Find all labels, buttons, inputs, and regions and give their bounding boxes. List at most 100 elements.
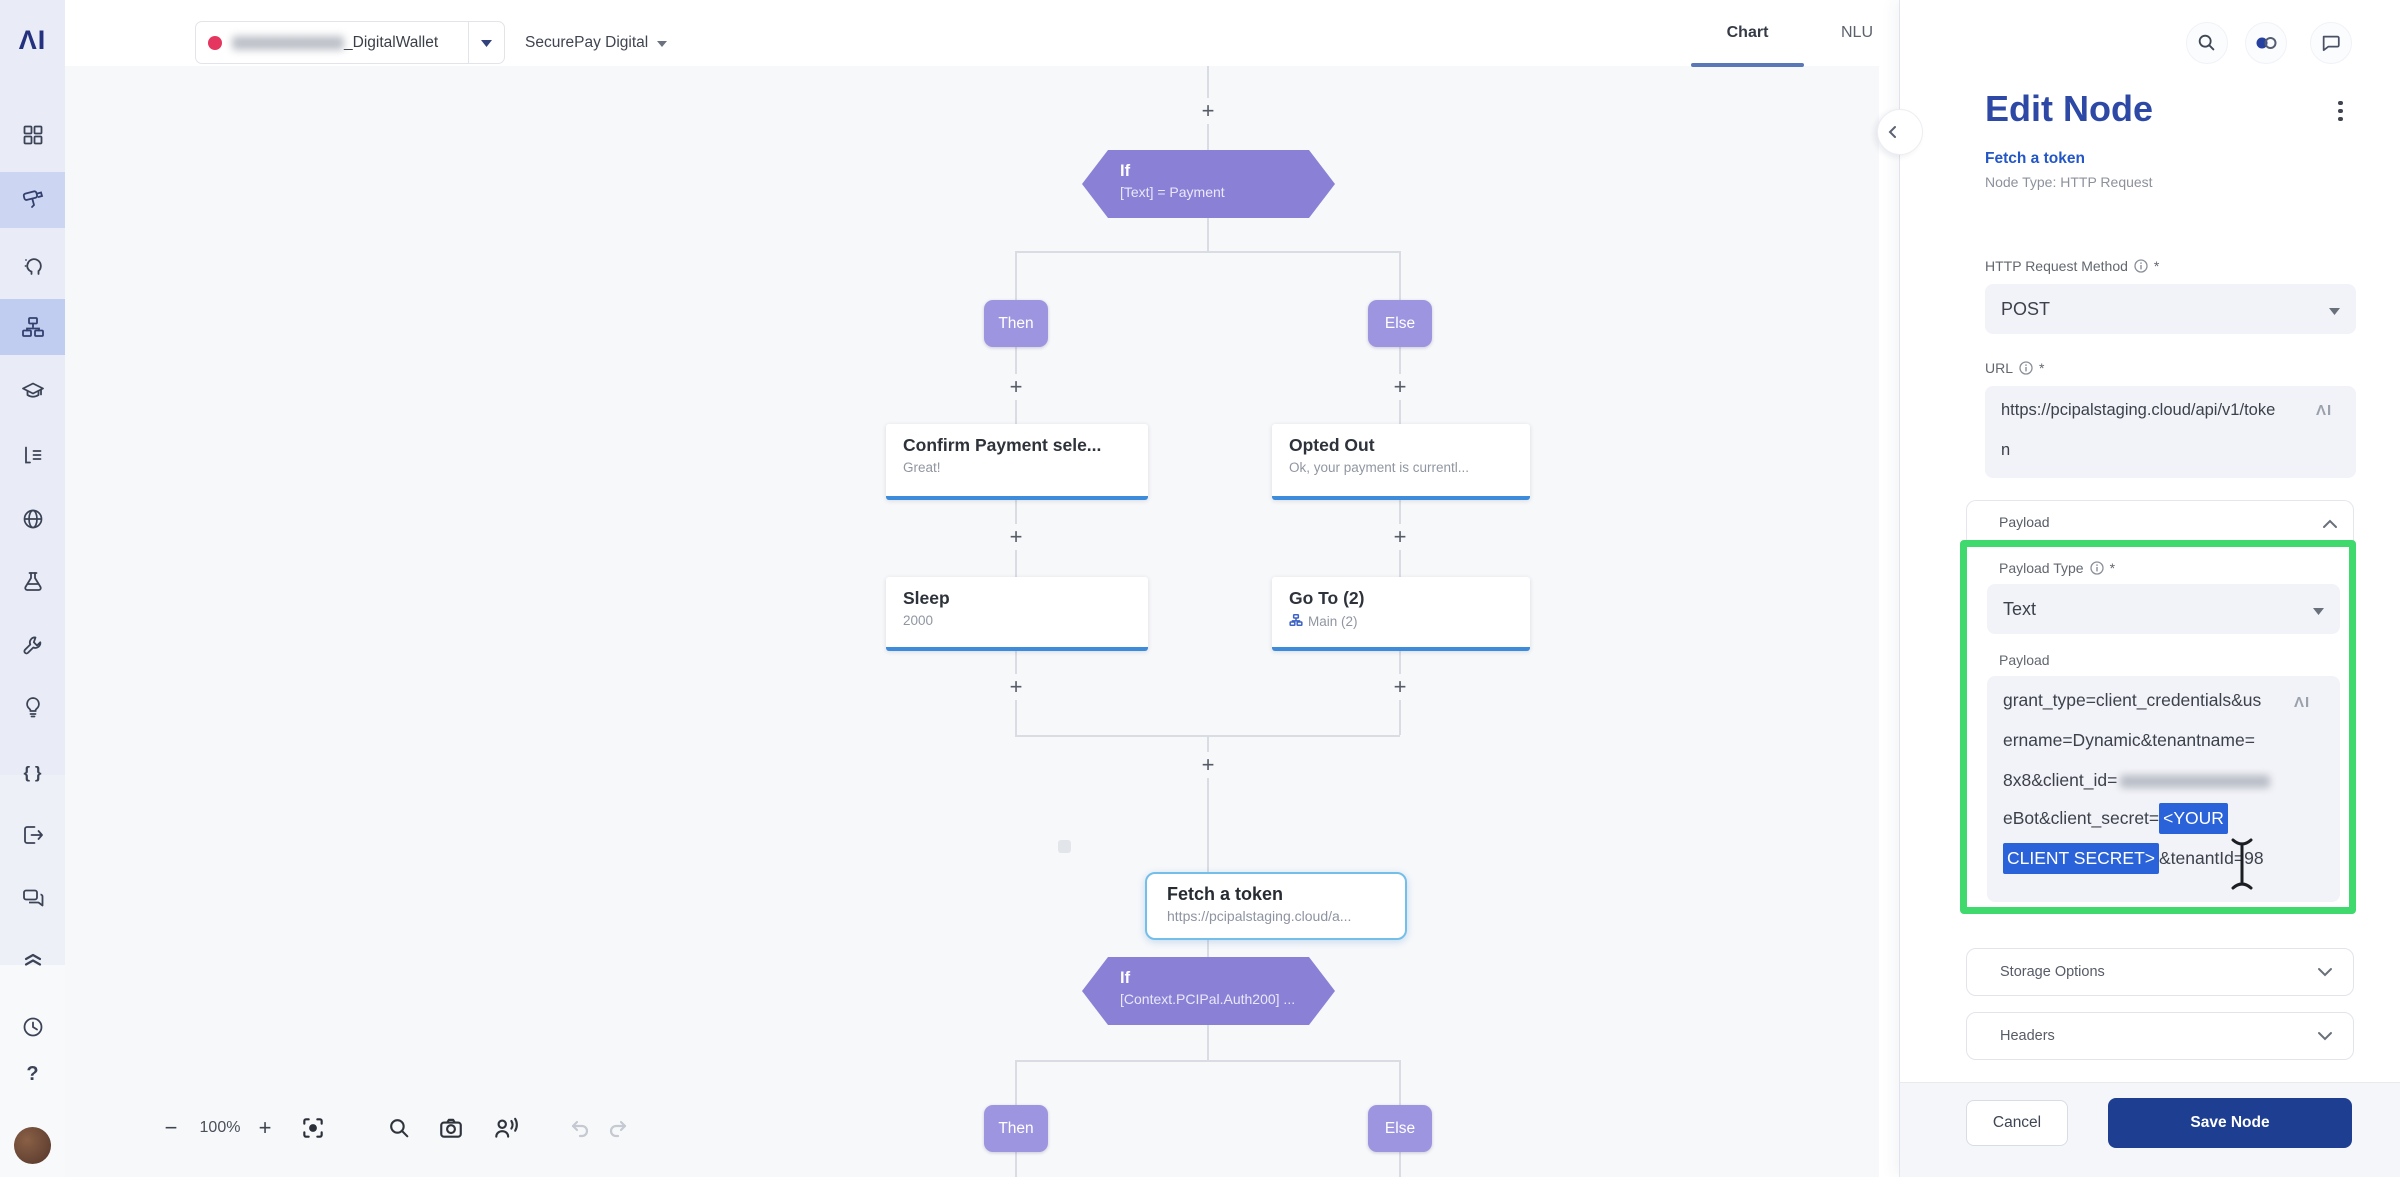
search-button[interactable] xyxy=(2186,22,2228,64)
zoom-in-button[interactable]: + xyxy=(258,1115,272,1140)
node-type-label: Node Type: HTTP Request xyxy=(1985,174,2153,190)
chevron-down-icon xyxy=(2329,299,2340,320)
payload-field-label: Payload xyxy=(1999,652,2050,668)
node-confirm-payment[interactable]: Confirm Payment sele... Great! xyxy=(886,424,1148,500)
node-goto[interactable]: Go To (2) Main (2) xyxy=(1272,577,1530,651)
ai-insert-icon[interactable]: ΛI xyxy=(2294,694,2311,711)
sidebar-item-list[interactable] xyxy=(0,433,65,477)
sidebar-item-dashboard[interactable] xyxy=(0,113,65,157)
add-node-button[interactable]: + xyxy=(1003,674,1029,700)
connector xyxy=(1207,1022,1209,1060)
redo-icon[interactable] xyxy=(603,1114,631,1142)
node-fetch-token-selected[interactable]: Fetch a token https://pcipalstaging.clou… xyxy=(1145,872,1407,940)
sidebar-item-history[interactable] xyxy=(0,1005,65,1049)
pill-divider xyxy=(468,21,469,64)
node-sleep[interactable]: Sleep 2000 xyxy=(886,577,1148,651)
tab-chart[interactable]: Chart xyxy=(1726,24,1769,41)
payload-line-4: eBot&client_secret=<YOUR xyxy=(2003,803,2228,834)
sidebar-item-ideas[interactable] xyxy=(0,685,65,729)
branch-else[interactable]: Else xyxy=(1368,300,1432,347)
connector xyxy=(1207,218,1209,252)
workspace-selector[interactable]: SecurePay Digital xyxy=(525,21,668,64)
cancel-button[interactable]: Cancel xyxy=(1966,1100,2068,1146)
url-input[interactable] xyxy=(1985,386,2356,478)
node-if-bottom[interactable]: If [Context.PCIPal.Auth200] ... xyxy=(1082,957,1335,1025)
payload-type-select[interactable]: Text xyxy=(1987,584,2340,634)
canvas-panel-gap xyxy=(1879,66,1899,1177)
wrench-icon xyxy=(21,634,45,658)
node-opted-out[interactable]: Opted Out Ok, your payment is currentl..… xyxy=(1272,424,1530,500)
record-dot-icon xyxy=(208,35,222,50)
flow-canvas[interactable]: + + + + + + + + + If [Text] = Payment Th… xyxy=(65,66,1879,1177)
sidebar-item-flows[interactable] xyxy=(0,305,65,349)
dashboard-grid-icon xyxy=(21,123,45,147)
selected-text: CLIENT SECRET> xyxy=(2003,843,2159,874)
zoom-out-button[interactable]: − xyxy=(164,1115,178,1140)
project-selector[interactable]: _DigitalWallet xyxy=(195,21,505,64)
storage-options-label: Storage Options xyxy=(2000,964,2105,980)
voice-test-icon[interactable] xyxy=(489,1112,523,1144)
history-clock-icon xyxy=(21,1015,45,1039)
sidebar-item-training[interactable] xyxy=(0,369,65,413)
goto-target-icon xyxy=(1289,613,1303,630)
add-node-button[interactable]: + xyxy=(1003,524,1029,550)
panel-title: Edit Node xyxy=(1985,88,2153,129)
code-braces-icon: { } xyxy=(23,763,42,782)
sidebar-item-exit[interactable] xyxy=(0,813,65,857)
feedback-button[interactable] xyxy=(2310,22,2352,64)
sidebar-item-testing[interactable] xyxy=(0,559,65,603)
sidebar-item-conversations[interactable] xyxy=(0,876,65,920)
panel-edge-divider xyxy=(1899,0,1900,1177)
branch-then[interactable]: Then xyxy=(984,300,1048,347)
sidebar-item-layers[interactable] xyxy=(0,938,65,982)
tab-nlu[interactable]: NLU xyxy=(1840,24,1873,41)
node-drag-handle[interactable] xyxy=(1058,840,1071,853)
kebab-menu-icon[interactable] xyxy=(2338,97,2343,125)
node-subtitle: 2000 xyxy=(903,613,934,628)
add-node-button[interactable]: + xyxy=(1003,374,1029,400)
sidebar-item-design[interactable] xyxy=(0,178,65,222)
sidebar-item-code[interactable]: { } xyxy=(0,751,65,795)
sidebar-item-help[interactable]: ? xyxy=(0,1052,65,1096)
storage-options-accordion[interactable]: Storage Options xyxy=(1966,948,2354,996)
node-subtitle: https://pcipalstaging.cloud/a... xyxy=(1167,908,1352,924)
snapshot-camera-icon[interactable] xyxy=(435,1112,467,1144)
branch-else-bottom[interactable]: Else xyxy=(1368,1105,1432,1152)
save-node-button[interactable]: Save Node xyxy=(2108,1098,2352,1148)
ai-insert-icon[interactable]: ΛI xyxy=(2316,402,2333,419)
toggle-mode-button[interactable] xyxy=(2245,22,2287,64)
fit-view-icon[interactable] xyxy=(297,1112,329,1144)
sidebar-item-globe[interactable] xyxy=(0,497,65,541)
add-node-button[interactable]: + xyxy=(1387,374,1413,400)
add-node-button[interactable]: + xyxy=(1195,752,1221,778)
node-name-link[interactable]: Fetch a token xyxy=(1985,150,2085,167)
workspace-caret-icon xyxy=(657,34,668,52)
url-label: URL * xyxy=(1985,360,2045,376)
project-caret-icon[interactable] xyxy=(481,34,492,52)
node-subtitle: Ok, your payment is currentl... xyxy=(1289,460,1470,475)
zoom-level: 100% xyxy=(199,1119,241,1136)
redacted-client-id xyxy=(2120,774,2271,788)
connector xyxy=(1015,251,1400,253)
add-node-button[interactable]: + xyxy=(1195,98,1221,124)
info-icon xyxy=(2089,561,2104,575)
avatar[interactable] xyxy=(14,1127,51,1164)
undo-icon[interactable] xyxy=(567,1114,595,1142)
chevron-up-icon[interactable] xyxy=(2322,516,2338,534)
method-select[interactable]: POST xyxy=(1985,284,2356,334)
sidebar-item-tools[interactable] xyxy=(0,624,65,668)
payload-accordion[interactable] xyxy=(1966,500,2354,546)
node-title: If xyxy=(1120,162,1131,180)
branch-then-bottom[interactable]: Then xyxy=(984,1105,1048,1152)
search-canvas-icon[interactable] xyxy=(383,1112,415,1144)
sidebar-item-nlu[interactable] xyxy=(0,243,65,287)
node-if-top[interactable]: If [Text] = Payment xyxy=(1082,150,1335,218)
paint-roller-icon xyxy=(21,188,45,212)
add-node-button[interactable]: + xyxy=(1387,524,1413,550)
payload-line-5: CLIENT SECRET>&tenantId=98 xyxy=(2003,843,2264,874)
panel-collapse-handle[interactable] xyxy=(1877,109,1923,155)
add-node-button[interactable]: + xyxy=(1387,674,1413,700)
method-label: HTTP Request Method * xyxy=(1985,258,2160,274)
headers-accordion[interactable]: Headers xyxy=(1966,1012,2354,1060)
chevron-down-icon xyxy=(2318,968,2332,977)
